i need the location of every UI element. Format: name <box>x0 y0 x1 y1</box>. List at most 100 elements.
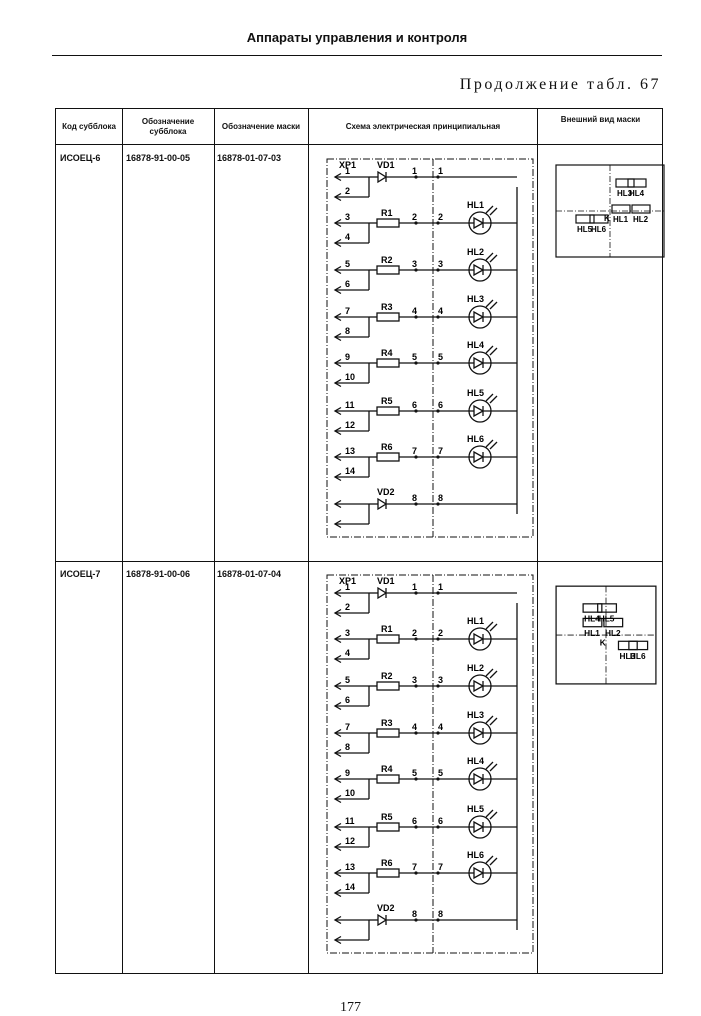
pin-label: 13 <box>345 862 355 872</box>
mask-indicator-label: HL6 <box>630 651 646 661</box>
node-label: 4 <box>412 306 417 316</box>
resistor-symbol <box>376 312 400 322</box>
pin-label: 9 <box>345 768 350 778</box>
node-label: 8 <box>438 909 443 919</box>
node-label: 6 <box>412 816 417 826</box>
led-label: HL2 <box>467 663 484 673</box>
pin-label: 7 <box>345 722 350 732</box>
pin-label: 11 <box>345 816 355 826</box>
mask-indicator <box>597 603 618 613</box>
pin-label: 14 <box>345 466 355 476</box>
pin-arrow <box>333 238 342 248</box>
pin-label: 12 <box>345 420 355 430</box>
mask-indicator-label: HL3 <box>617 189 633 198</box>
led-triangle <box>473 356 485 370</box>
pin-arrow <box>333 748 342 758</box>
mask-indicator <box>582 603 603 613</box>
mask-indicator-label: HL1 <box>613 215 629 224</box>
pin-label: 5 <box>345 675 350 685</box>
led-light-arrows <box>485 252 498 263</box>
col-header-schema: Схема электрическая принципиальная <box>345 121 501 131</box>
resistor-symbol <box>376 406 400 416</box>
mask-indicator-label: HL2 <box>605 628 621 638</box>
led-light-arrows <box>485 299 498 310</box>
mask-indicator <box>611 204 631 214</box>
resistor-label: R3 <box>381 302 393 312</box>
led-light-arrows <box>485 761 498 772</box>
pin-arrow <box>333 935 342 945</box>
led-light-arrows <box>485 345 498 356</box>
node-label: 6 <box>438 400 443 410</box>
node-label: 7 <box>438 446 443 456</box>
pin-arrow <box>333 358 342 368</box>
connector-label: XP1 <box>339 160 356 170</box>
node-label: 3 <box>412 675 417 685</box>
pin-arrow <box>333 915 342 925</box>
node-label: 3 <box>412 259 417 269</box>
page-header: Аппараты управления и контроля <box>246 30 468 45</box>
resistor-symbol <box>376 265 400 275</box>
mask-indicator-label: HL3 <box>620 651 636 661</box>
node-label: 2 <box>438 212 443 222</box>
node-label: 3 <box>438 259 443 269</box>
led-light-arrows <box>485 809 498 820</box>
node-label: 1 <box>412 582 417 592</box>
pin-arrow <box>333 654 342 664</box>
pin-arrow <box>333 378 342 388</box>
diode-symbol <box>377 586 388 600</box>
row2-subblock: 16878-91-00-06 <box>126 569 191 579</box>
node-label: 3 <box>438 675 443 685</box>
pin-arrow <box>333 701 342 711</box>
mask-indicator-label: HL5 <box>577 225 593 234</box>
pin-label: 12 <box>345 836 355 846</box>
pin-label: 9 <box>345 352 350 362</box>
mask-indicator <box>589 214 609 224</box>
pin-label: 1 <box>345 582 350 592</box>
mask-indicator <box>628 640 649 651</box>
pin-arrow <box>333 265 342 275</box>
led-label: HL4 <box>467 756 484 766</box>
mask-indicator-label: HL4 <box>584 614 600 624</box>
board-outline <box>326 574 534 954</box>
led-triangle <box>473 820 485 834</box>
mask-indicator <box>603 617 624 628</box>
connector-label: XP1 <box>339 576 356 586</box>
resistor-label: R2 <box>381 255 393 265</box>
node-label: 2 <box>412 212 417 222</box>
node-label: 8 <box>412 493 417 503</box>
resistor-label: R6 <box>381 858 393 868</box>
diode-label: VD2 <box>377 487 395 497</box>
resistor-symbol <box>376 822 400 832</box>
pin-arrow <box>333 426 342 436</box>
led-label: HL2 <box>467 247 484 257</box>
mask-indicator-label: HL5 <box>599 614 615 624</box>
mask-indicator-label: HL2 <box>633 215 649 224</box>
pin-label: 6 <box>345 279 350 289</box>
mask-indicator <box>575 214 595 224</box>
pin-arrow <box>333 681 342 691</box>
table-continuation-label: Продолжение табл. 67 <box>459 76 661 93</box>
resistor-symbol <box>376 728 400 738</box>
page-number: 177 <box>340 1000 361 1015</box>
resistor-label: R4 <box>381 764 393 774</box>
node-label: 8 <box>438 493 443 503</box>
pin-arrow <box>333 588 342 598</box>
pin-arrow <box>333 822 342 832</box>
mask-indicator <box>582 617 603 628</box>
pin-arrow <box>333 285 342 295</box>
pin-label: 3 <box>345 212 350 222</box>
resistor-symbol <box>376 452 400 462</box>
led-triangle <box>473 263 485 277</box>
col-header-code: Код субблока <box>62 121 116 131</box>
header-row-divider <box>56 144 662 145</box>
pin-label: 2 <box>345 186 350 196</box>
pin-label: 4 <box>345 232 350 242</box>
led-label: HL3 <box>467 710 484 720</box>
pin-label: 11 <box>345 400 355 410</box>
pin-label: 4 <box>345 648 350 658</box>
node-label: 7 <box>412 862 417 872</box>
node-label: 2 <box>412 628 417 638</box>
node-label: 1 <box>438 582 443 592</box>
resistor-symbol <box>376 868 400 878</box>
resistor-label: R5 <box>381 812 393 822</box>
